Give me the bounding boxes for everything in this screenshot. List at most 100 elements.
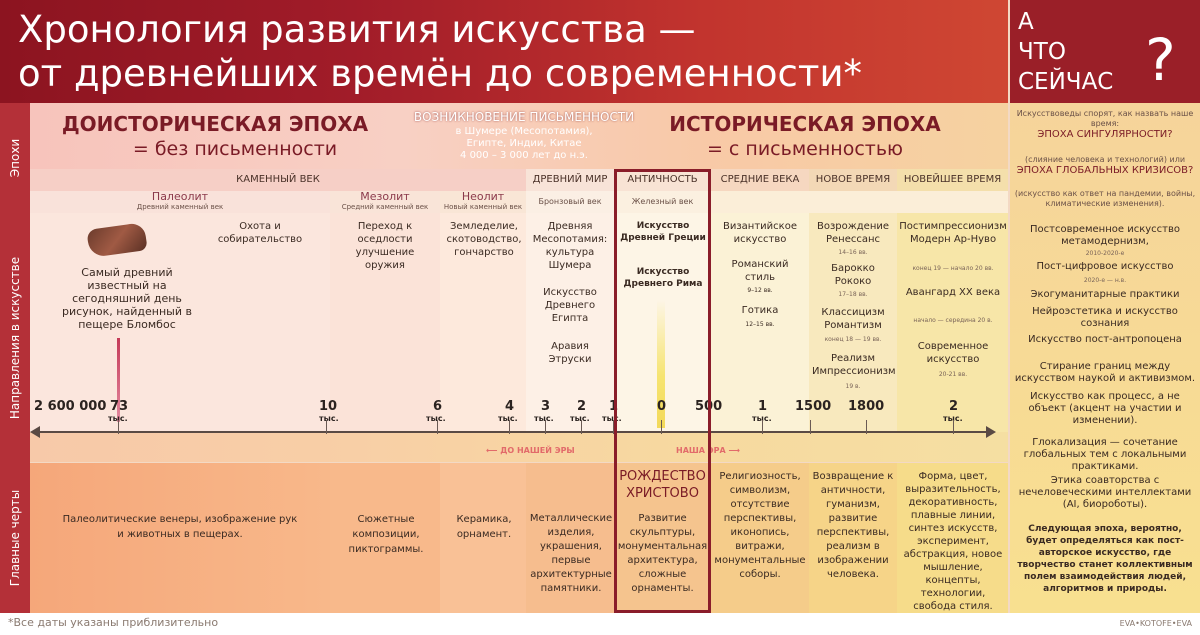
writing-sub-3: 4 000 – 3 000 лет до н.э.	[460, 150, 588, 161]
question-mark: ?	[1145, 26, 1176, 94]
tick-unit-6: тыс.	[534, 414, 554, 423]
prehistoric-title: ДОИСТОРИЧЕСКАЯ ЭПОХА	[61, 112, 369, 136]
feat-new: Возвращение к античности, гуманизм, разв…	[812, 471, 894, 580]
right-item-7: Искусство как процесс, а не объект (акце…	[1028, 391, 1182, 426]
historic-subtitle: = с письменностью	[706, 138, 904, 160]
right-crises: ЭПОХА ГЛОБАЛЬНЫХ КРИЗИСОВ?	[1016, 165, 1194, 176]
feat-col-ancient	[526, 463, 614, 613]
tick-label-11: 1	[758, 399, 768, 414]
tick-label-3: 10	[319, 399, 338, 414]
epochs-row	[0, 103, 1008, 169]
subperiod-bronze: Бронзовый век	[526, 191, 614, 213]
col-middle	[711, 213, 809, 432]
tick-label-5: 4	[505, 399, 515, 414]
tick-mark	[762, 420, 763, 434]
col-neo	[440, 213, 526, 432]
right-item-8: Глокализация — сочетание глобальных тем …	[1023, 437, 1187, 472]
period-stone: КАМЕННЫЙ ВЕК	[30, 169, 526, 191]
dir-ancient-3: Аравия Этруски	[548, 341, 592, 365]
feat-ancient: Металлические изделия, украшения, первые…	[529, 513, 613, 594]
tick-unit-2: тыс.	[108, 414, 128, 423]
right-item-6: Стирание границ между искусством наукой …	[1014, 361, 1196, 384]
tick-mark	[509, 420, 510, 434]
col-ancient	[526, 213, 614, 432]
tick-mark	[437, 420, 438, 434]
dir-new-4: Реализм Импрессионизм	[812, 353, 896, 377]
dir-new-1-date: 14–16 вв.	[838, 249, 868, 256]
tick-unit-3: тыс.	[319, 414, 339, 423]
col-meso	[330, 213, 440, 432]
tick-label-8: 1	[609, 399, 619, 414]
tick-mark	[326, 420, 327, 434]
timeline-axis	[36, 431, 988, 433]
footer-note: *Все даты указаны приблизительно	[8, 616, 219, 629]
period-middle: СРЕДНИЕ ВЕКА	[711, 169, 809, 191]
timeline-arrow-right-icon	[986, 426, 996, 438]
tick-unit-5: тыс.	[498, 414, 518, 423]
subperiod-iron: Железный век	[614, 191, 711, 213]
tick-mark	[118, 420, 119, 434]
prehistoric-subtitle: = без письменности	[132, 138, 338, 160]
feat-antiq: Развитие скульптуры, монументальная архи…	[617, 513, 708, 594]
writing-title: ВОЗНИКНОВЕНИЕ ПИСЬМЕННОСТИ	[413, 110, 635, 124]
page-title-line1: Хронология развития искусства —	[18, 8, 696, 51]
feat-paleo: Палеолитические венеры, изображение рук …	[62, 514, 298, 540]
footer: *Все даты указаны приблизительно EVA•KOT…	[0, 613, 1200, 635]
period-new: НОВОЕ ВРЕМЯ	[809, 169, 897, 191]
timeline-arrow-left-icon	[30, 426, 40, 438]
feat-col-newest	[897, 463, 1008, 613]
periods-row: КАМЕННЫЙ ВЕК ДРЕВНИЙ МИР АНТИЧНОСТЬ СРЕД…	[30, 169, 1008, 191]
feat-col-neo	[440, 463, 526, 613]
page-title-line2: от древнейших времён до современности*	[18, 52, 862, 95]
row-label-features: Главные черты	[0, 463, 30, 613]
feat-middle: Религиозность, символизм, отсутствие пер…	[714, 471, 806, 580]
right-intro: Искусствоведы спорят, как назвать наше в…	[1016, 109, 1194, 128]
tick-mark	[810, 420, 811, 434]
tick-unit-7: тыс.	[570, 414, 590, 423]
historic-title: ИСТОРИЧЕСКАЯ ЭПОХА	[669, 112, 941, 136]
right-item-3: Экогуманитарные практики	[1030, 289, 1180, 300]
right-item-5: Искусство пост-антропоцена	[1028, 334, 1182, 345]
dir-newest-1-date: конец 19 — начало 20 вв.	[912, 265, 994, 272]
tick-label-6: 3	[541, 399, 551, 414]
dir-middle-2: Романский стиль	[731, 259, 789, 283]
col-new	[809, 213, 897, 432]
side-word-2: ЧТО	[1018, 39, 1066, 65]
side-word-1: А	[1018, 9, 1034, 35]
period-ancient: ДРЕВНИЙ МИР	[526, 169, 614, 191]
dir-ancient-1: Древняя Месопотамия: культура Шумера	[532, 221, 608, 271]
writing-sub-2: Египте, Индии, Китае	[466, 138, 582, 149]
tick-unit-14: тыс.	[943, 414, 963, 423]
dir-new-2: Барокко Рококо	[831, 263, 875, 287]
right-singularity: ЭПОХА СИНГУЛЯРНОСТИ?	[1037, 129, 1173, 140]
writing-sub-1: в Шумере (Месопотамия),	[455, 126, 593, 137]
tick-label-14: 2	[949, 399, 959, 414]
header-banner	[0, 0, 1008, 103]
dir-meso: Переход к оседлости улучшение оружия	[355, 221, 415, 271]
tick-label-2: 73	[110, 399, 129, 414]
tick-label-7: 2	[577, 399, 587, 414]
antiquity-highlight-box	[614, 169, 711, 613]
tick-mark	[661, 420, 662, 434]
blombos-marker	[117, 338, 120, 422]
dir-neo: Земледелие, скотоводство, гончарство	[446, 221, 522, 258]
side-header: А ЧТО СЕЙЧАС	[1010, 0, 1200, 103]
row-label-directions: Направления в искусстве	[0, 213, 30, 463]
christmas-label: РОЖДЕСТВО ХРИСТОВО	[619, 469, 706, 501]
period-antiquity: АНТИЧНОСТЬ	[614, 169, 711, 191]
tick-label-13: 1800	[848, 399, 885, 414]
dir-new-3-date: конец 18 — 19 вв.	[824, 336, 882, 343]
right-singularity-note: (слияние человека и технологий) или	[1024, 155, 1186, 164]
tick-label-12: 1500	[795, 399, 832, 414]
dir-middle-3: Готика	[741, 305, 779, 316]
right-item-9: Этика соавторства с нечеловеческими инте…	[1018, 475, 1192, 510]
right-item-2: Пост-цифровое искусство	[1036, 261, 1174, 272]
dir-newest-1: Постимпрессионизм Модерн Ар-Нуво	[899, 221, 1007, 245]
period-newest: НОВЕЙШЕЕ ВРЕМЯ	[897, 169, 1008, 191]
feat-neo: Керамика, орнамент.	[456, 514, 512, 540]
tick-mark	[581, 420, 582, 434]
dir-newest-3-date: 20-21 вв.	[938, 371, 968, 378]
